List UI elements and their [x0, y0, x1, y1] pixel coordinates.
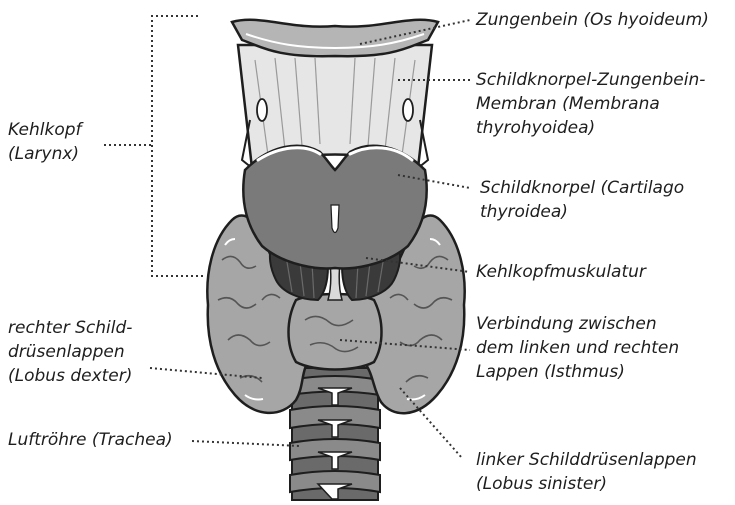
label-hyoid: Zungenbein (Os hyoideum) [476, 8, 709, 32]
isthmus-shape [289, 294, 382, 370]
label-membrane: Schildknorpel-Zungenbein- Membran (Membr… [476, 68, 705, 140]
label-larynx: Kehlkopf (Larynx) [8, 118, 82, 166]
label-laryngeal-muscles: Kehlkopfmuskulatur [476, 260, 646, 284]
trachea [290, 368, 380, 500]
label-right-lobe: rechter Schild- drüsenlappen (Lobus dext… [8, 316, 132, 388]
thyroid-cartilage [243, 146, 426, 269]
trachea-leader [192, 441, 300, 446]
larynx-bracket [152, 16, 204, 276]
label-left-lobe: linker Schilddrüsenlappen (Lobus siniste… [476, 448, 697, 496]
label-thyroid-cartilage: Schildknorpel (Cartilago thyroidea) [480, 176, 684, 224]
label-trachea: Luftröhre (Trachea) [8, 428, 173, 452]
thyrohyoid-membrane [238, 45, 432, 168]
label-isthmus: Verbindung zwischen dem linken und recht… [476, 312, 679, 384]
